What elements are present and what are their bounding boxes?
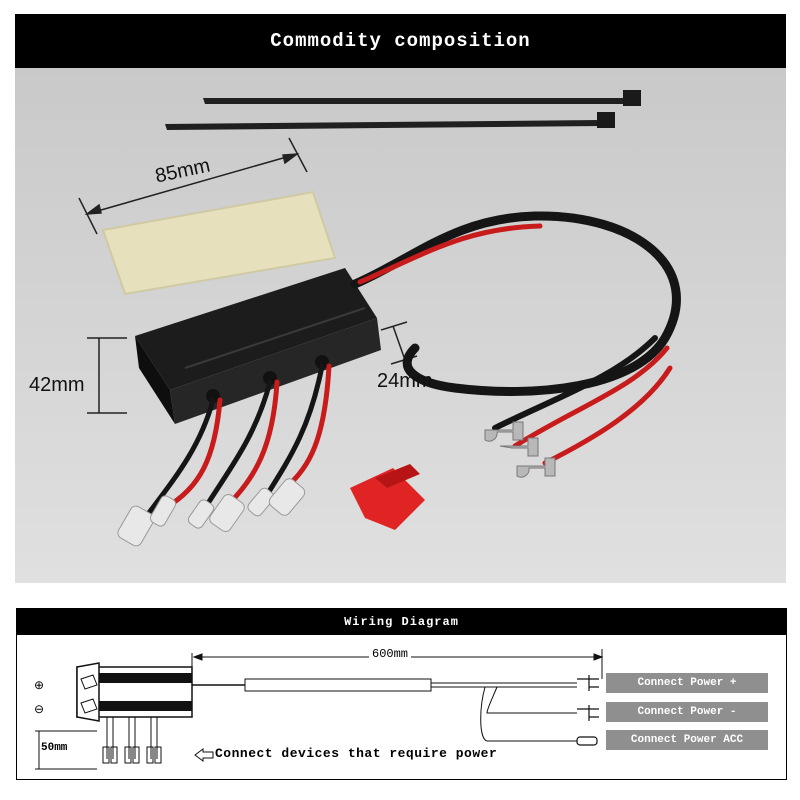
adhesive-pad: [101, 190, 337, 296]
wiring-diagram: Wiring Diagram: [16, 608, 787, 780]
product-illustration: [15, 68, 786, 583]
schematic-terminals: [576, 675, 599, 746]
minus-symbol: ⊖: [34, 702, 45, 716]
cable-ties: [165, 90, 641, 130]
bullet-connectors: [117, 478, 306, 547]
dimension-width: 42mm: [29, 374, 85, 396]
connect-devices-label: Connect devices that require power: [215, 746, 498, 761]
cable-loop: [350, 211, 681, 466]
fork-terminals: [484, 421, 556, 478]
lead-length-label: 50mm: [41, 742, 68, 754]
top-banner-title: Commodity composition: [15, 14, 786, 68]
lead-length-dimension: [35, 730, 97, 770]
schematic-cable: [192, 678, 577, 742]
output-tag-power-plus: Connect Power +: [606, 673, 768, 693]
cable-length-label: 600mm: [369, 647, 412, 661]
power-box: [135, 268, 381, 424]
output-tag-power-minus: Connect Power -: [606, 702, 768, 722]
arrow-left-icon: [194, 748, 214, 762]
plus-symbol: ⊕: [34, 678, 45, 692]
schematic-box: [76, 653, 193, 722]
dimension-height: 24mm: [377, 370, 433, 392]
wiring-diagram-title: Wiring Diagram: [17, 609, 786, 635]
tap-splice: [350, 464, 425, 530]
schematic-output-leads: [102, 717, 162, 764]
output-tag-power-acc: Connect Power ACC: [606, 730, 768, 750]
product-photo: 85mm 42mm 24mm: [15, 68, 786, 583]
